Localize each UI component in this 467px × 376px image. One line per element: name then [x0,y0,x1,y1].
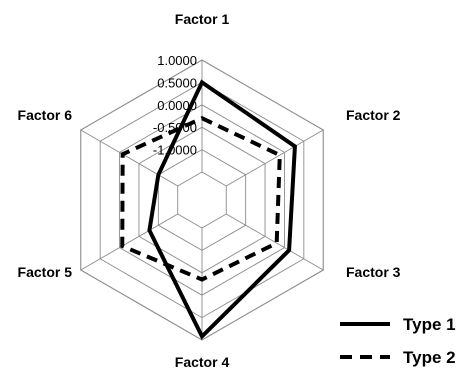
grid-ring-0 [177,171,227,229]
axis-label-factor-4: Factor 4 [175,354,230,370]
axis-label-factor-3: Factor 3 [346,264,401,280]
grid-spoke-6 [80,129,178,187]
radar-series [120,79,297,340]
tick-label-0: -1.0000 [153,143,197,158]
grid-spoke-2 [226,129,324,187]
axis-label-factor-6: Factor 6 [18,107,73,123]
tick-label-3: 0.5000 [157,75,197,90]
series-1-polygon [147,79,297,340]
axis-label-factor-1: Factor 1 [175,11,230,27]
grid-spoke-3 [226,213,324,271]
series-2-polygon [120,116,282,282]
axis-label-factor-5: Factor 5 [18,264,73,280]
axis-label-factor-2: Factor 2 [346,107,401,123]
radar-axis-labels: Factor 1 Factor 2 Factor 3 Factor 4 Fact… [18,11,401,370]
tick-label-4: 1.0000 [157,53,197,68]
legend-label-type-2: Type 2 [403,348,456,367]
grid-spoke-5 [80,213,178,271]
radar-tick-labels: -1.0000 -0.5000 0.0000 0.5000 1.0000 [153,53,197,158]
legend-label-type-1: Type 1 [403,315,456,334]
radar-grid [80,59,324,341]
chart-legend: Type 1 Type 2 [340,315,456,367]
tick-label-2: 0.0000 [157,98,197,113]
